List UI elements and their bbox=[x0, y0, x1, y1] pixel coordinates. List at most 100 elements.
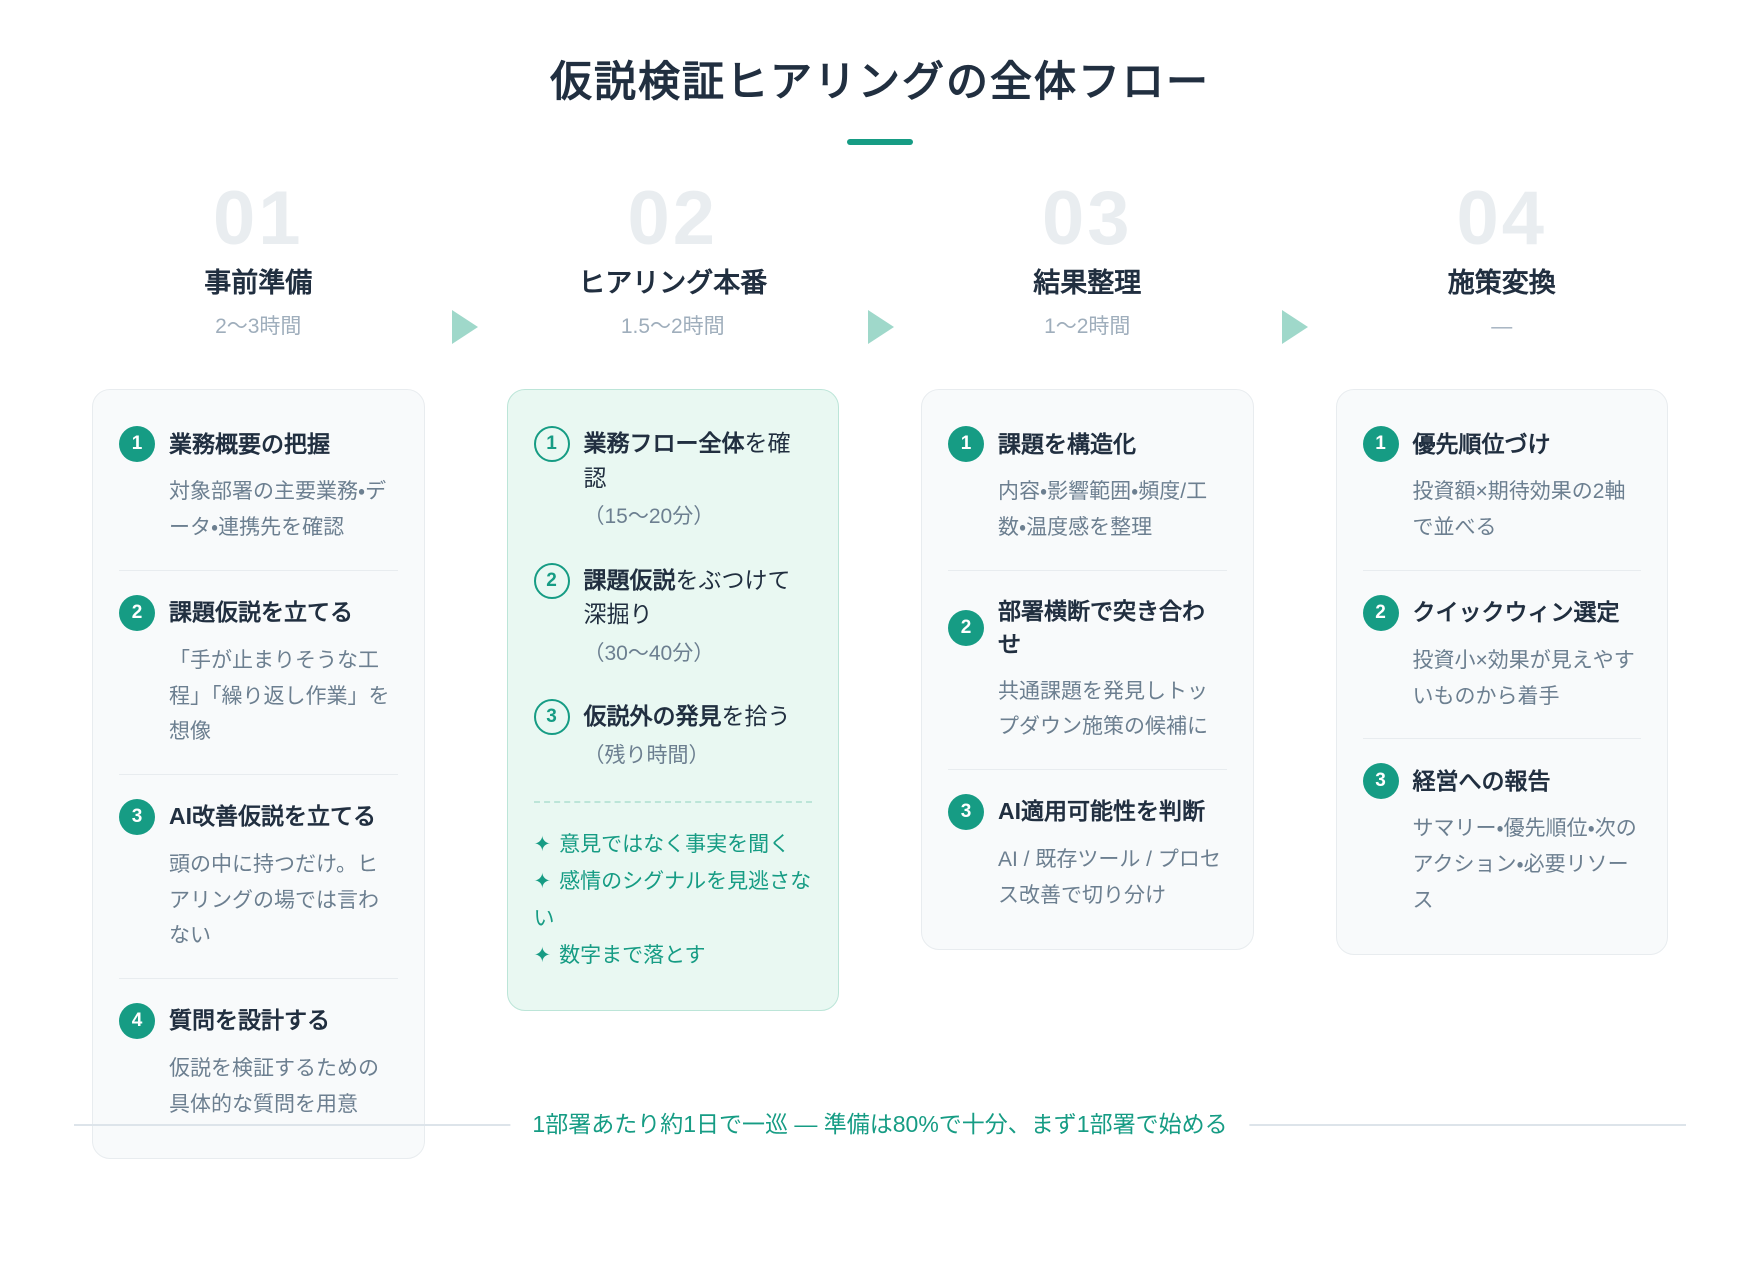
step-number: 03 bbox=[1041, 175, 1133, 261]
item-description: 投資小×効果が見えやすいものから着手 bbox=[1412, 648, 1635, 708]
item-time: （30〜40分） bbox=[583, 641, 715, 665]
item-number-badge: 2 bbox=[533, 562, 570, 599]
item-number-badge: 3 bbox=[1362, 763, 1399, 800]
item-head: 1 優先順位づけ bbox=[1362, 426, 1642, 463]
item-title-rest: を拾う bbox=[721, 703, 791, 730]
tips-divider-line bbox=[533, 801, 812, 804]
item-divider-line bbox=[119, 569, 398, 571]
card-item: 2 クイックウィン選定投資小×効果が見えやすいものから着手 bbox=[1362, 594, 1642, 714]
tip-text: 意見ではなく事実を聞く bbox=[559, 833, 791, 857]
tip-item: ✦感情のシグナルを見逃さない bbox=[534, 864, 813, 938]
tip-item: ✦ 意見ではなく事実を聞く bbox=[534, 827, 813, 864]
item-divider-line bbox=[1362, 569, 1641, 571]
item-description: AI / 既存ツール / プロセス改善で切り分け bbox=[998, 847, 1221, 907]
item-description: サマリー・優先順位・次のアクション・必要リソース bbox=[1412, 817, 1637, 912]
item-head: 1 業務概要の把握 bbox=[119, 426, 398, 463]
step-duration: 1.5〜2時間 bbox=[620, 315, 725, 339]
item-divider-line bbox=[119, 977, 398, 979]
sparkle-icon: ✦ bbox=[533, 833, 552, 857]
sparkle-icon: ✦ bbox=[533, 870, 552, 894]
card-item: 3 仮説外の発見を拾う （残り時間） bbox=[533, 699, 813, 771]
item-text: 課題仮説をぶつけて深掘り （30〜40分） bbox=[584, 563, 813, 670]
item-divider-line bbox=[1362, 738, 1641, 740]
item-head: 2 部署横断で突き合わせ bbox=[948, 595, 1227, 662]
item-number-badge: 1 bbox=[948, 426, 984, 463]
item-time: （15〜20分） bbox=[583, 505, 715, 529]
step-title: 施策変換 bbox=[1447, 267, 1556, 298]
item-title: 質問を設計する bbox=[169, 1007, 330, 1034]
step-header: 03 結果整理 1〜2時間 bbox=[921, 175, 1254, 340]
item-number-badge: 1 bbox=[1362, 426, 1399, 463]
item-title-rest: を確認 bbox=[583, 430, 791, 491]
item-title: AI改善仮説を立てる bbox=[169, 803, 376, 830]
card-item: 2 部署横断で突き合わせ共通課題を発見しトップダウン施策の候補に bbox=[948, 595, 1227, 745]
item-title: 業務概要の把握 bbox=[169, 430, 330, 457]
item-title: 課題仮説を立てる bbox=[169, 599, 353, 626]
step-title: 結果整理 bbox=[1033, 267, 1142, 298]
item-number-badge: 2 bbox=[119, 594, 155, 631]
flow-arrow-icon bbox=[452, 310, 478, 344]
item-title-rest: をぶつけて深掘り bbox=[583, 566, 791, 628]
item-divider-line bbox=[119, 773, 398, 775]
sparkle-icon: ✦ bbox=[533, 943, 552, 967]
item-title: 部署横断で突き合わせ bbox=[998, 597, 1205, 658]
step-number: 01 bbox=[212, 175, 304, 261]
step-number: 04 bbox=[1456, 175, 1548, 261]
item-head: 2 クイックウィン選定 bbox=[1362, 594, 1642, 631]
item-divider-line bbox=[948, 768, 1227, 770]
item-text: 仮説外の発見を拾う （残り時間） bbox=[584, 699, 791, 771]
item-number-badge: 3 bbox=[533, 699, 570, 736]
step-duration: 2〜3時間 bbox=[215, 315, 302, 339]
item-description: 内容・影響範囲・頻度/工数・温度感を整理 bbox=[998, 480, 1208, 540]
item-time: （残り時間） bbox=[583, 743, 710, 767]
step-card-02: 1 業務フロー全体を確認 （15〜20分） 2 課題仮説をぶつけて深掘り （30〜40分）… bbox=[506, 389, 839, 1012]
tip-text: 数字まで落とす bbox=[559, 943, 706, 967]
item-title-bold: 仮説外の発見 bbox=[583, 703, 722, 730]
flow-arrow-icon bbox=[1282, 310, 1308, 344]
item-number-badge: 2 bbox=[948, 610, 984, 647]
item-number-badge: 3 bbox=[119, 798, 155, 835]
item-text: 業務フロー全体を確認 （15〜20分） bbox=[584, 426, 813, 533]
item-title: 優先順位づけ bbox=[1412, 430, 1551, 457]
page-title: 仮説検証ヒアリングの全体フロー bbox=[549, 58, 1210, 105]
tip-text: 感情のシグナルを見逃さない bbox=[533, 870, 812, 930]
title-underline-bar bbox=[847, 138, 913, 145]
card-item: 2 課題仮説をぶつけて深掘り （30〜40分） bbox=[533, 562, 813, 670]
step-title: ヒアリング本番 bbox=[578, 267, 768, 298]
tip-item: ✦ 数字まで落とす bbox=[534, 938, 813, 975]
item-title: AI適用可能性を判断 bbox=[998, 798, 1205, 825]
card-item: 3 経営への報告サマリー・優先順位・次のアクション・必要リソース bbox=[1362, 763, 1642, 918]
item-title: 経営への報告 bbox=[1412, 767, 1551, 794]
item-title-bold: 課題仮説 bbox=[583, 566, 676, 593]
item-title-bold: 業務フロー全体 bbox=[583, 430, 745, 457]
step-duration: 1〜2時間 bbox=[1044, 315, 1131, 339]
item-number-badge: 2 bbox=[1362, 594, 1399, 631]
item-description: 仮説を検証するための具体的な質問を用意 bbox=[169, 1056, 379, 1116]
item-number-badge: 1 bbox=[119, 426, 155, 463]
item-description: 共通課題を発見しトップダウン施策の候補に bbox=[998, 679, 1208, 739]
item-title: クイックウィン選定 bbox=[1412, 599, 1620, 626]
card-item: 1 業務フロー全体を確認 （15〜20分） bbox=[533, 426, 813, 533]
item-number-badge: 1 bbox=[533, 426, 570, 463]
item-divider-line bbox=[948, 569, 1227, 571]
